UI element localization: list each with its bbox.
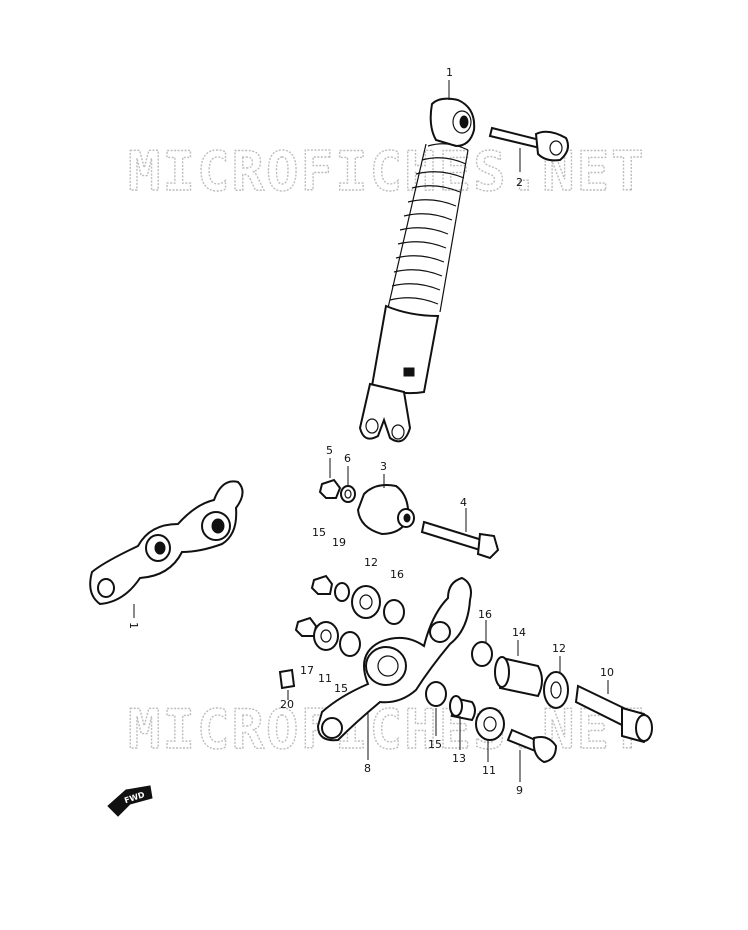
bolt-4 (420, 520, 500, 560)
bolt-10 (574, 684, 653, 744)
callout-15-bottom: 15 (428, 738, 442, 751)
callout-10: 10 (600, 666, 614, 679)
callout-1-top: 1 (446, 66, 453, 79)
washer-15-right (425, 681, 447, 707)
callout-20: 20 (280, 698, 294, 711)
callout-14: 14 (512, 626, 526, 639)
callout-15-top: 15 (312, 526, 326, 539)
collar-11-left (313, 621, 339, 651)
link-arm-left (89, 480, 244, 606)
callout-3: 3 (380, 460, 387, 473)
callout-16-right: 16 (478, 608, 492, 621)
bolt-9 (506, 728, 558, 764)
bushing-13 (449, 695, 476, 722)
nut-17 (294, 616, 318, 637)
callout-1-link: 1 (127, 622, 140, 629)
callout-6: 6 (344, 452, 351, 465)
callout-8: 8 (364, 762, 371, 775)
callout-11-right: 11 (482, 764, 496, 777)
callout-19: 19 (332, 536, 346, 549)
collar-12-left (351, 585, 381, 619)
callout-2: 2 (516, 176, 523, 189)
collar-11-right (475, 707, 505, 741)
washer-19 (334, 582, 350, 602)
link-arm-8 (316, 576, 472, 742)
collar-12-right (543, 671, 569, 709)
callout-5: 5 (326, 444, 333, 457)
sleeve-14 (494, 656, 543, 698)
callout-11-left: 11 (318, 672, 332, 685)
leader-lines (133, 80, 609, 782)
washer-6 (340, 485, 356, 503)
callout-16-left: 16 (390, 568, 404, 581)
washer-15-left (339, 631, 361, 657)
watermark-bottom: MICROFICHES.NET (128, 698, 646, 761)
shock-absorber (358, 97, 476, 443)
washer-16-left (383, 599, 405, 625)
grease-nipple-20 (278, 668, 296, 690)
callout-4: 4 (460, 496, 467, 509)
callout-17: 17 (300, 664, 314, 677)
washer-16-right (471, 641, 493, 667)
nut-5 (318, 478, 342, 499)
nut-15-upper (310, 574, 334, 595)
callout-13: 13 (452, 752, 466, 765)
callout-9: 9 (516, 784, 523, 797)
callout-12-right: 12 (552, 642, 566, 655)
fwd-arrow-icon: FWD (107, 785, 153, 817)
callout-15-mid: 15 (334, 682, 348, 695)
bushing-3 (356, 484, 415, 536)
callout-12-left: 12 (364, 556, 378, 569)
callout-labels: 1 2 3 4 5 6 8 9 10 11 11 12 12 13 14 15 … (127, 66, 614, 797)
bolt-2 (488, 126, 569, 162)
